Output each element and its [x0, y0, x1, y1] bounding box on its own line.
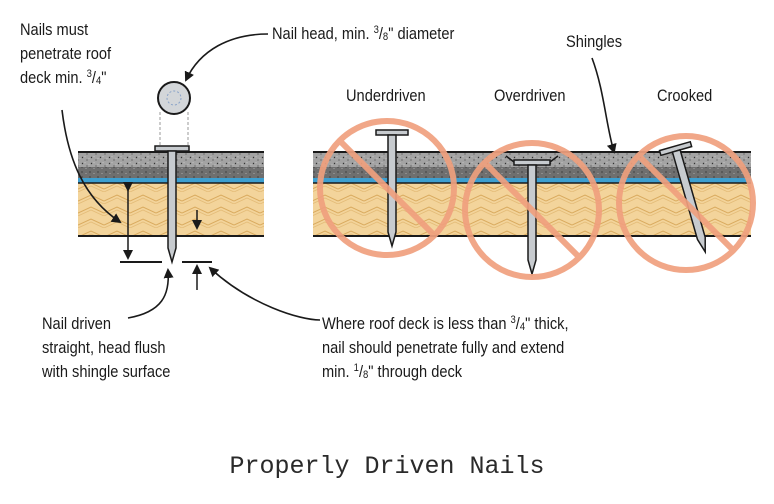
shingles-label: Shingles [566, 32, 623, 51]
leader-arrows [61, 33, 617, 321]
prohibition-icon [317, 118, 457, 258]
roof-deck-label: Where roof deck is less than 3/4" thick,… [322, 312, 569, 384]
penetrate-line-3: deck min. 3/4" [20, 68, 107, 87]
arrow-nail-driven [127, 268, 174, 319]
underdriven-label: Underdriven [346, 86, 426, 105]
penetrate-line-2: penetrate roof [20, 44, 112, 63]
depth-dimension [120, 182, 212, 290]
nail-shank [167, 150, 177, 265]
nail-driven-line-2: straight, head flush [42, 338, 166, 357]
overdriven-nail [505, 155, 559, 277]
nail-head-label: Nail head, min. 3/8" diameter [272, 24, 455, 43]
nail-driven-label: Nail driven straight, head flush with sh… [42, 312, 170, 384]
arrow-shingles [591, 57, 617, 154]
crooked-label: Crooked [657, 86, 713, 105]
arrow-penetrate [61, 109, 122, 224]
penetrate-line-1: Nails must [20, 20, 89, 39]
roof-deck-line-1: Where roof deck is less than 3/4" thick, [322, 314, 569, 333]
arrow-roof-deck [208, 266, 321, 321]
crooked-nail [658, 140, 706, 255]
overdriven-label: Overdriven [494, 86, 566, 105]
roof-deck-line-3: min. 1/8" through deck [322, 362, 463, 381]
penetrate-label: Nails must penetrate roof deck min. 3/4" [20, 18, 111, 90]
nail-driven-line-3: with shingle surface [42, 362, 171, 381]
nail-head-icon [157, 81, 191, 146]
nail-driven-line-1: Nail driven [42, 314, 112, 333]
prohibition-icon [462, 140, 602, 280]
caption: Properly Driven Nails [229, 452, 545, 481]
proper-nail [154, 145, 190, 265]
roof-deck-line-2: nail should penetrate fully and extend [322, 338, 565, 357]
prohibition-icon [616, 133, 756, 273]
arrow-nail-head [184, 33, 269, 82]
